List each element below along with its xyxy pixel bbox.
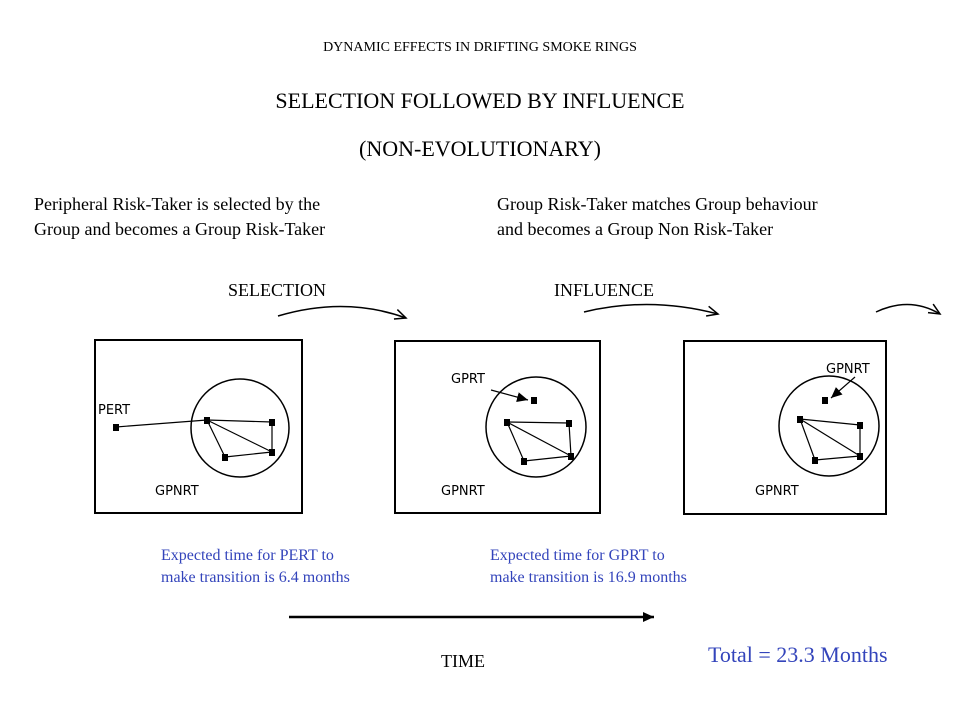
total-time-label: Total = 23.3 Months — [708, 642, 888, 667]
selection-description-line-1: Peripheral Risk-Taker is selected by the — [34, 194, 321, 214]
influence-label: INFLUENCE — [554, 280, 654, 300]
panel-3-node — [857, 453, 863, 460]
panel-1-frame — [94, 339, 303, 514]
panel-1-node — [222, 454, 228, 461]
panel-2-node — [504, 419, 510, 426]
panel-2-link — [523, 455, 572, 462]
diagram-title: DYNAMIC EFFECTS IN DRIFTING SMOKE RINGS — [323, 40, 637, 55]
panel-2-link — [506, 421, 572, 457]
diagram-qualifier: (NON-EVOLUTIONARY) — [359, 136, 601, 161]
selection-time-note: Expected time for PERT to make transitio… — [161, 545, 350, 589]
panel-1-gpnrt-label: GPNRT — [155, 484, 199, 499]
influence-time-note: Expected time for GPRT to make transitio… — [490, 545, 687, 589]
panel-1-link — [115, 419, 208, 428]
continuation-arrow — [875, 303, 942, 315]
influence-description-line-1: Group Risk-Taker matches Group behaviour — [497, 194, 818, 214]
panel-2-gprt-label: GPRT — [451, 372, 485, 387]
panel-3-frame — [683, 340, 887, 515]
panel-1-link — [206, 419, 273, 423]
panel-1-pert-label: PERT — [98, 403, 130, 418]
selection-arrow — [277, 305, 408, 320]
panel-2-link — [506, 421, 570, 424]
panel-2-node — [566, 420, 572, 427]
selection-time-note-line-1: Expected time for PERT to — [161, 547, 334, 564]
panel-2-gpnrt-label: GPNRT — [441, 484, 485, 499]
panel-2-node — [521, 458, 527, 465]
panel-2: GPRT GPNRT — [394, 340, 601, 514]
panel-3: GPNRT GPNRT — [683, 340, 887, 515]
panel-1-link — [224, 451, 273, 458]
panel-1: PERT GPNRT — [94, 339, 303, 514]
panel-3-link — [799, 418, 861, 426]
influence-time-note-line-1: Expected time for GPRT to — [490, 547, 665, 564]
panel-1-node-pert — [113, 424, 119, 431]
diagram-subtitle: SELECTION FOLLOWED BY INFLUENCE — [275, 88, 685, 113]
panel-2-node — [568, 453, 574, 460]
selection-label: SELECTION — [228, 280, 326, 300]
panel-1-node — [204, 417, 210, 424]
selection-description: Peripheral Risk-Taker is selected by the… — [34, 192, 325, 242]
influence-time-note-line-2: make transition is 16.9 months — [490, 569, 687, 586]
panel-3-gpnrt-label: GPNRT — [755, 484, 799, 499]
panel-2-frame — [394, 340, 601, 514]
panel-3-node — [812, 457, 818, 464]
panel-2-group-ring — [485, 376, 587, 478]
panel-3-group-ring — [778, 375, 880, 477]
panel-1-group-ring — [190, 378, 290, 478]
panel-1-link — [206, 419, 273, 453]
panel-3-node — [857, 422, 863, 429]
panel-3-link — [814, 455, 861, 461]
selection-description-line-2: Group and becomes a Group Risk-Taker — [34, 219, 326, 239]
selection-time-note-line-2: make transition is 6.4 months — [161, 569, 350, 586]
influence-description: Group Risk-Taker matches Group behaviour… — [497, 192, 818, 242]
panel-3-pointer — [830, 376, 856, 399]
influence-description-line-2: and becomes a Group Non Risk-Taker — [497, 219, 774, 239]
panel-1-link — [206, 419, 226, 458]
panel-3-node — [797, 416, 803, 423]
panel-2-pointer — [490, 389, 529, 402]
panel-3-gpnrt-top-label: GPNRT — [826, 362, 870, 377]
panel-2-node-gprt — [531, 397, 537, 404]
panel-1-node — [269, 419, 275, 426]
panel-2-link — [506, 421, 525, 462]
panel-3-node-gpnrt — [822, 397, 828, 404]
panel-2-link — [568, 422, 572, 457]
influence-arrow — [583, 303, 720, 317]
panel-3-link — [799, 418, 816, 461]
panel-3-link — [799, 418, 861, 457]
panel-1-node — [269, 449, 275, 456]
time-label: TIME — [441, 651, 485, 671]
